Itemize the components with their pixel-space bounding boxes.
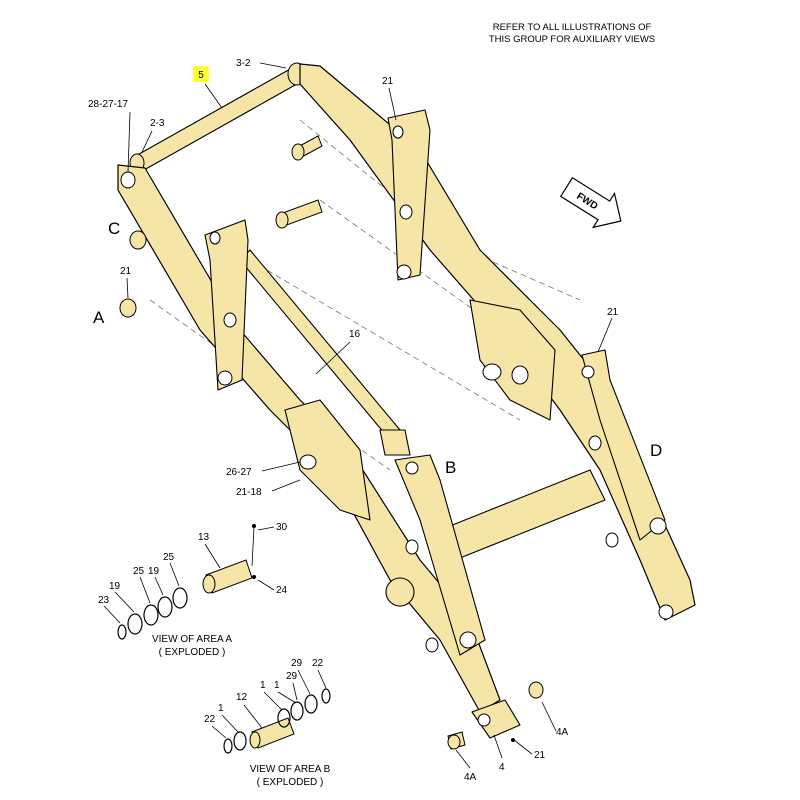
callout-12[interactable]: 12 [236, 692, 248, 703]
view-area-b-exploded [223, 688, 331, 754]
area-label-c: C [108, 219, 120, 238]
lower-cross-tube [439, 469, 606, 561]
callout-23[interactable]: 23 [98, 595, 110, 606]
callout-21-right[interactable]: 21 [607, 307, 619, 318]
callout-29-b[interactable]: 29 [286, 671, 298, 682]
callout-4a-top[interactable]: 4A [556, 727, 569, 738]
area-label-b: B [445, 458, 456, 477]
callout-25-b[interactable]: 25 [133, 566, 145, 577]
callout-30[interactable]: 30 [276, 522, 288, 533]
left-bucket-link[interactable] [385, 454, 486, 656]
callout-13[interactable]: 13 [198, 532, 210, 543]
callout-5-highlighted[interactable]: 5 [198, 70, 204, 81]
bucket-hinge-part-4[interactable] [447, 681, 544, 750]
callout-19-a[interactable]: 19 [148, 566, 160, 577]
callout-16[interactable]: 16 [349, 329, 361, 340]
view-a-line2: ( EXPLODED ) [159, 647, 226, 658]
callout-28-27-17[interactable]: 28-27-17 [88, 99, 128, 110]
callout-25-a[interactable]: 25 [163, 552, 175, 563]
callout-29-a[interactable]: 29 [291, 658, 303, 669]
header-note-line1: REFER TO ALL ILLUSTRATIONS OF [493, 22, 652, 33]
callout-24[interactable]: 24 [276, 585, 288, 596]
callout-21-18[interactable]: 21-18 [236, 487, 262, 498]
callout-1-c[interactable]: 1 [218, 703, 224, 714]
view-area-a-exploded [117, 524, 256, 640]
area-label-d: D [650, 441, 662, 460]
callout-1-a[interactable]: 1 [260, 680, 266, 691]
callout-2-3[interactable]: 2-3 [150, 118, 165, 129]
callout-21-left[interactable]: 21 [120, 266, 132, 277]
callout-4a-bottom[interactable]: 4A [464, 772, 477, 783]
callout-19-b[interactable]: 19 [109, 581, 121, 592]
callout-22-a[interactable]: 22 [312, 658, 324, 669]
left-gusset-plate [284, 399, 371, 521]
callout-22-b[interactable]: 22 [204, 714, 216, 725]
view-a-line1: VIEW OF AREA A [152, 634, 232, 645]
header-note-line2: THIS GROUP FOR AUXILIARY VIEWS [489, 34, 655, 45]
upper-pivot-pins [275, 135, 323, 229]
callout-26-27[interactable]: 26-27 [226, 467, 252, 478]
callout-21-bottom[interactable]: 21 [534, 750, 546, 761]
fwd-arrow-icon: FWD [559, 176, 622, 229]
right-bucket-link[interactable] [581, 349, 674, 620]
leader-5 [204, 83, 223, 109]
callout-1-b[interactable]: 1 [274, 680, 280, 691]
left-tilt-link[interactable] [119, 219, 249, 391]
callout-3-2[interactable]: 3-2 [236, 58, 251, 69]
callout-4[interactable]: 4 [499, 762, 505, 773]
highlight-box [193, 66, 209, 82]
view-b-line2: ( EXPLODED ) [257, 777, 324, 788]
area-label-a: A [93, 308, 105, 327]
view-b-line1: VIEW OF AREA B [250, 764, 331, 775]
callout-21-top[interactable]: 21 [382, 76, 394, 87]
right-gusset-plate [469, 299, 556, 421]
right-tilt-link[interactable] [387, 109, 431, 281]
